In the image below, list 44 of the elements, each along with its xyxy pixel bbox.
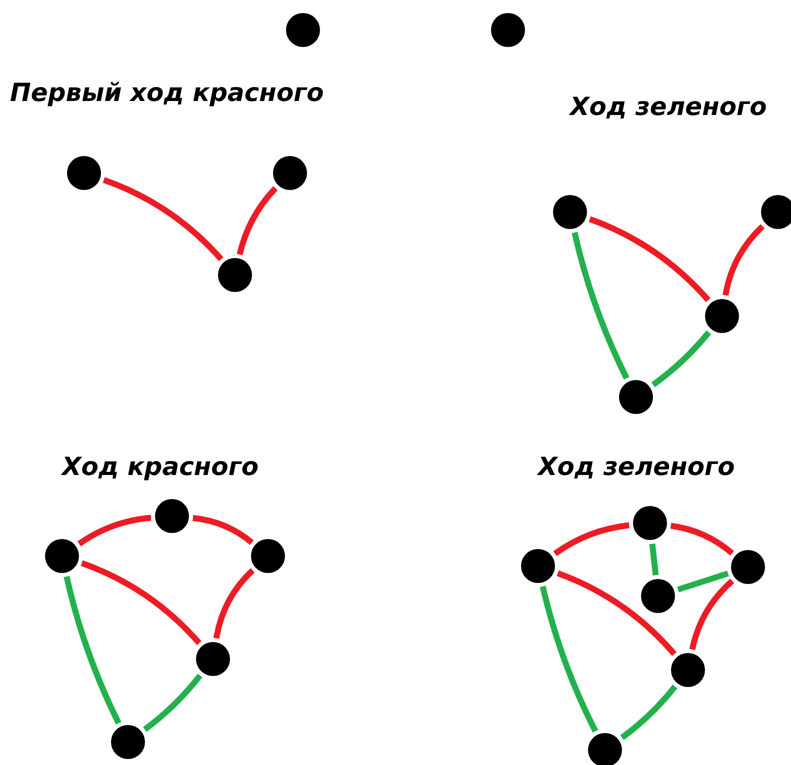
dot xyxy=(155,499,189,533)
curved-line xyxy=(620,684,678,740)
curved-line xyxy=(102,177,224,262)
panel-title: Первый ход красного xyxy=(10,78,324,107)
dot xyxy=(619,380,653,414)
curved-line xyxy=(143,674,202,732)
curved-line xyxy=(572,232,630,380)
dot xyxy=(705,299,739,333)
dot xyxy=(111,725,145,759)
dot xyxy=(553,195,587,229)
dot xyxy=(491,13,525,47)
panel-title: Ход зеленого xyxy=(538,452,735,481)
dot xyxy=(521,549,555,583)
dot xyxy=(641,579,675,613)
dot xyxy=(196,642,230,676)
curved-line xyxy=(77,514,152,546)
dot xyxy=(45,539,79,573)
curved-line xyxy=(588,216,710,302)
curved-line xyxy=(553,522,630,556)
panel-title: Ход красного xyxy=(62,452,259,481)
curved-line xyxy=(236,186,278,256)
curved-line xyxy=(649,544,659,576)
dot xyxy=(671,653,705,687)
curved-line xyxy=(213,568,255,639)
curved-line xyxy=(722,224,765,296)
dot xyxy=(761,195,791,229)
dot xyxy=(273,156,307,190)
dot xyxy=(67,156,101,190)
curved-line xyxy=(540,586,598,733)
curved-line xyxy=(556,570,677,656)
curved-line xyxy=(670,522,734,556)
curved-line xyxy=(689,578,734,650)
curved-line xyxy=(651,330,712,388)
dot xyxy=(251,539,285,573)
panel-title: Ход зеленого xyxy=(570,92,767,121)
dot xyxy=(731,550,765,584)
dot xyxy=(633,506,667,540)
dot xyxy=(218,258,252,292)
dot xyxy=(286,13,320,47)
curved-line xyxy=(677,570,729,592)
curved-line xyxy=(64,576,122,725)
dot xyxy=(588,733,622,765)
curved-line xyxy=(80,560,202,646)
curved-line xyxy=(192,515,254,545)
